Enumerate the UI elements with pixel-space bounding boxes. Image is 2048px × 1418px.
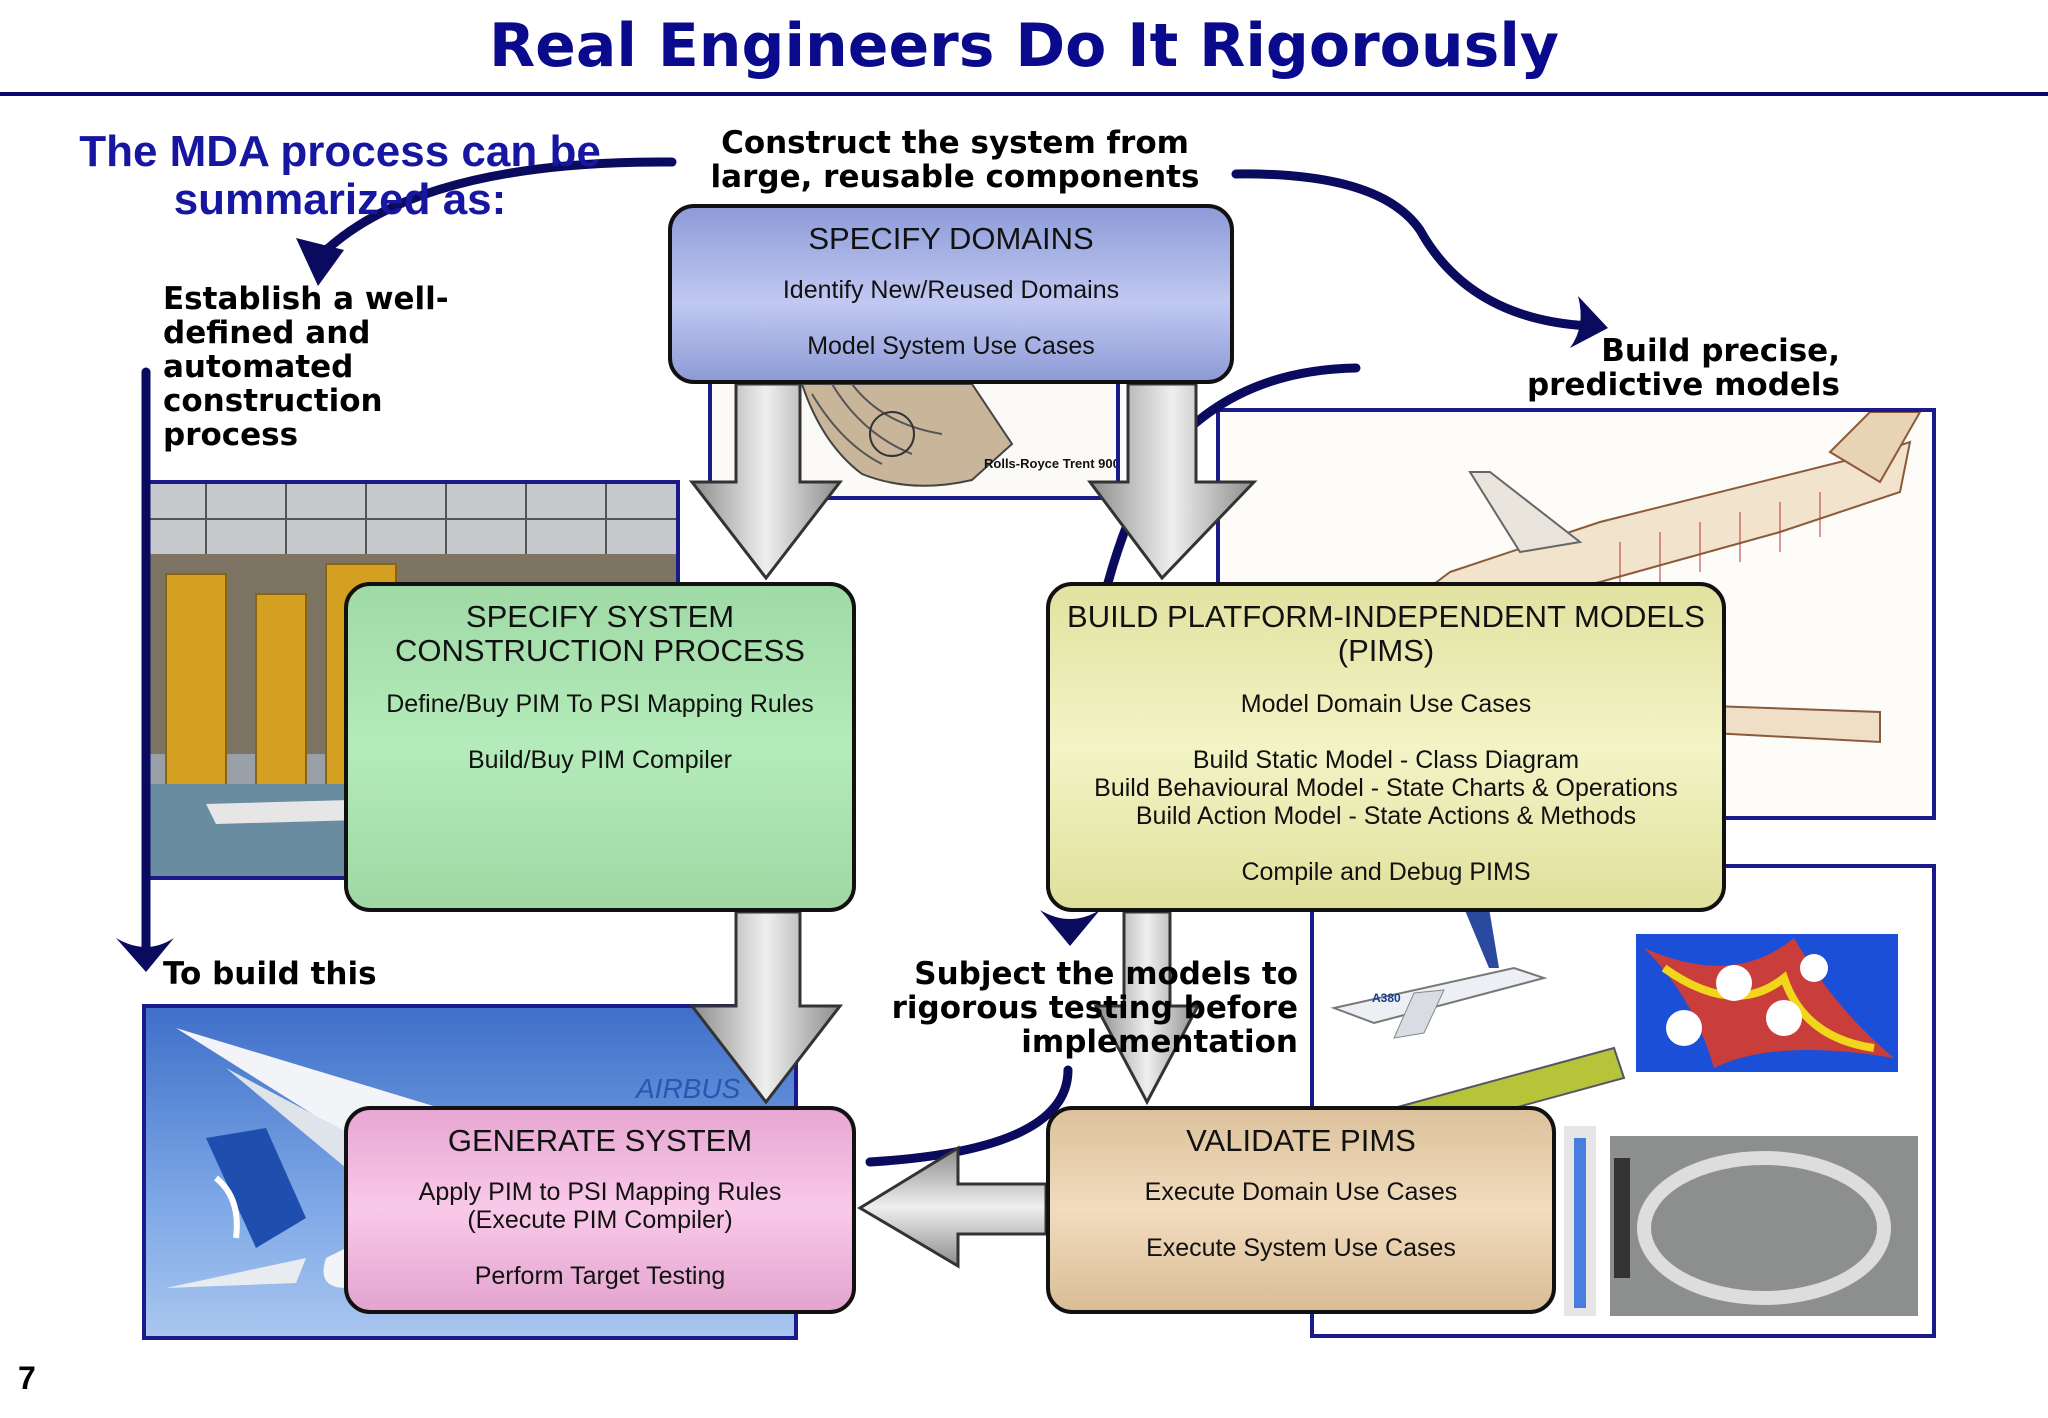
- box-build-pims-title-1: BUILD PLATFORM-INDEPENDENT MODELS: [1067, 599, 1705, 634]
- box-specify-process: SPECIFY SYSTEM CONSTRUCTION PROCESS Defi…: [344, 582, 856, 912]
- curve-summary-to-establish: [317, 157, 677, 259]
- box-specify-process-item-2: Build/Buy PIM Compiler: [468, 746, 732, 774]
- slide-title: Real Engineers Do It Rigorously: [488, 11, 1559, 81]
- box-validate-pims-title: VALIDATE PIMS: [1186, 1123, 1416, 1158]
- box-generate-system-title: GENERATE SYSTEM: [447, 1123, 753, 1158]
- annotation-establish-line-3: automated: [163, 349, 354, 385]
- airbus-logo-text: AIRBUS: [634, 1073, 741, 1104]
- arrow-domains-to-pims: [1087, 382, 1258, 581]
- annotation-subject-line-2: rigorous testing before: [891, 990, 1298, 1026]
- arrowhead-establish: [296, 238, 344, 286]
- title-divider: [0, 92, 2048, 96]
- box-build-pims-item-3: Build Behavioural Model - State Charts &…: [1094, 774, 1678, 802]
- box-build-pims: BUILD PLATFORM-INDEPENDENT MODELS (PIMS)…: [1046, 582, 1726, 912]
- arrowhead-subject: [1040, 910, 1100, 946]
- box-specify-process-item-1: Define/Buy PIM To PSI Mapping Rules: [386, 690, 814, 718]
- box-validate-pims-item-2: Execute System Use Cases: [1146, 1234, 1456, 1262]
- annotation-build-line-2: predictive models: [1526, 367, 1840, 403]
- page-number: 7: [18, 1360, 36, 1396]
- box-generate-system: GENERATE SYSTEM Apply PIM to PSI Mapping…: [344, 1106, 856, 1314]
- annotation-establish-line-5: process: [163, 417, 299, 453]
- box-build-pims-item-1: Model Domain Use Cases: [1240, 690, 1532, 718]
- box-specify-domains: SPECIFY DOMAINS Identify New/Reused Doma…: [668, 204, 1234, 384]
- summary-line-2: summarized as:: [173, 175, 507, 224]
- annotation-establish-line-1: Establish a well-: [163, 281, 449, 317]
- annotation-subject: Subject the models to rigorous testing b…: [880, 957, 1298, 1059]
- box-build-pims-item-4: Build Action Model - State Actions & Met…: [1135, 802, 1637, 830]
- curve-construct-to-build: [1231, 169, 1595, 331]
- analysis-a380-label: A380: [1372, 991, 1401, 1005]
- box-generate-system-item-3: Perform Target Testing: [474, 1262, 726, 1290]
- annotation-build: Build precise, predictive models: [1480, 334, 1840, 402]
- annotation-subject-line-1: Subject the models to: [914, 956, 1298, 992]
- summary-heading: The MDA process can be summarized as:: [40, 128, 640, 224]
- analysis-photos: A380: [1310, 864, 1936, 1338]
- annotation-establish-line-2: defined and: [163, 315, 371, 351]
- box-specify-domains-item-2: Model System Use Cases: [807, 332, 1095, 360]
- box-validate-pims-item-1: Execute Domain Use Cases: [1144, 1178, 1458, 1206]
- box-validate-pims: VALIDATE PIMS Execute Domain Use Cases E…: [1046, 1106, 1556, 1314]
- arrow-validate-to-generate: [857, 1145, 1048, 1269]
- annotation-establish-line-4: construction: [163, 383, 383, 419]
- curve-subject-to-generate: [865, 1065, 1073, 1167]
- annotation-build-line-1: Build precise,: [1601, 333, 1840, 369]
- summary-line-1: The MDA process can be: [79, 127, 601, 176]
- arrowhead-build: [1570, 296, 1608, 348]
- box-specify-process-title-2: CONSTRUCTION PROCESS: [395, 633, 805, 668]
- box-build-pims-item-5: Compile and Debug PIMS: [1241, 858, 1531, 886]
- arrow-pims-to-validate: [1093, 910, 1201, 1106]
- annotation-construct: Construct the system from large, reusabl…: [700, 126, 1210, 194]
- box-generate-system-item-1: Apply PIM to PSI Mapping Rules: [418, 1178, 782, 1206]
- annotation-construct-line-1: Construct the system from: [721, 125, 1189, 161]
- box-generate-system-item-2: (Execute PIM Compiler): [467, 1206, 733, 1234]
- box-build-pims-item-2: Build Static Model - Class Diagram: [1192, 746, 1580, 774]
- box-specify-domains-title: SPECIFY DOMAINS: [808, 221, 1094, 256]
- annotation-to-build: To build this: [163, 956, 377, 992]
- arrow-process-to-generate: [688, 910, 844, 1105]
- box-specify-process-title-1: SPECIFY SYSTEM: [465, 599, 735, 634]
- arrowhead-tobuild: [116, 938, 174, 972]
- box-specify-domains-item-1: Identify New/Reused Domains: [782, 276, 1120, 304]
- annotation-establish: Establish a well- defined and automated …: [163, 282, 503, 452]
- annotation-subject-line-3: implementation: [1021, 1024, 1298, 1060]
- annotation-construct-line-2: large, reusable components: [710, 159, 1200, 195]
- box-build-pims-title-2: (PIMS): [1337, 633, 1435, 668]
- engine-caption: Rolls-Royce Trent 900: [984, 456, 1116, 471]
- arrow-domains-to-process: [688, 382, 844, 581]
